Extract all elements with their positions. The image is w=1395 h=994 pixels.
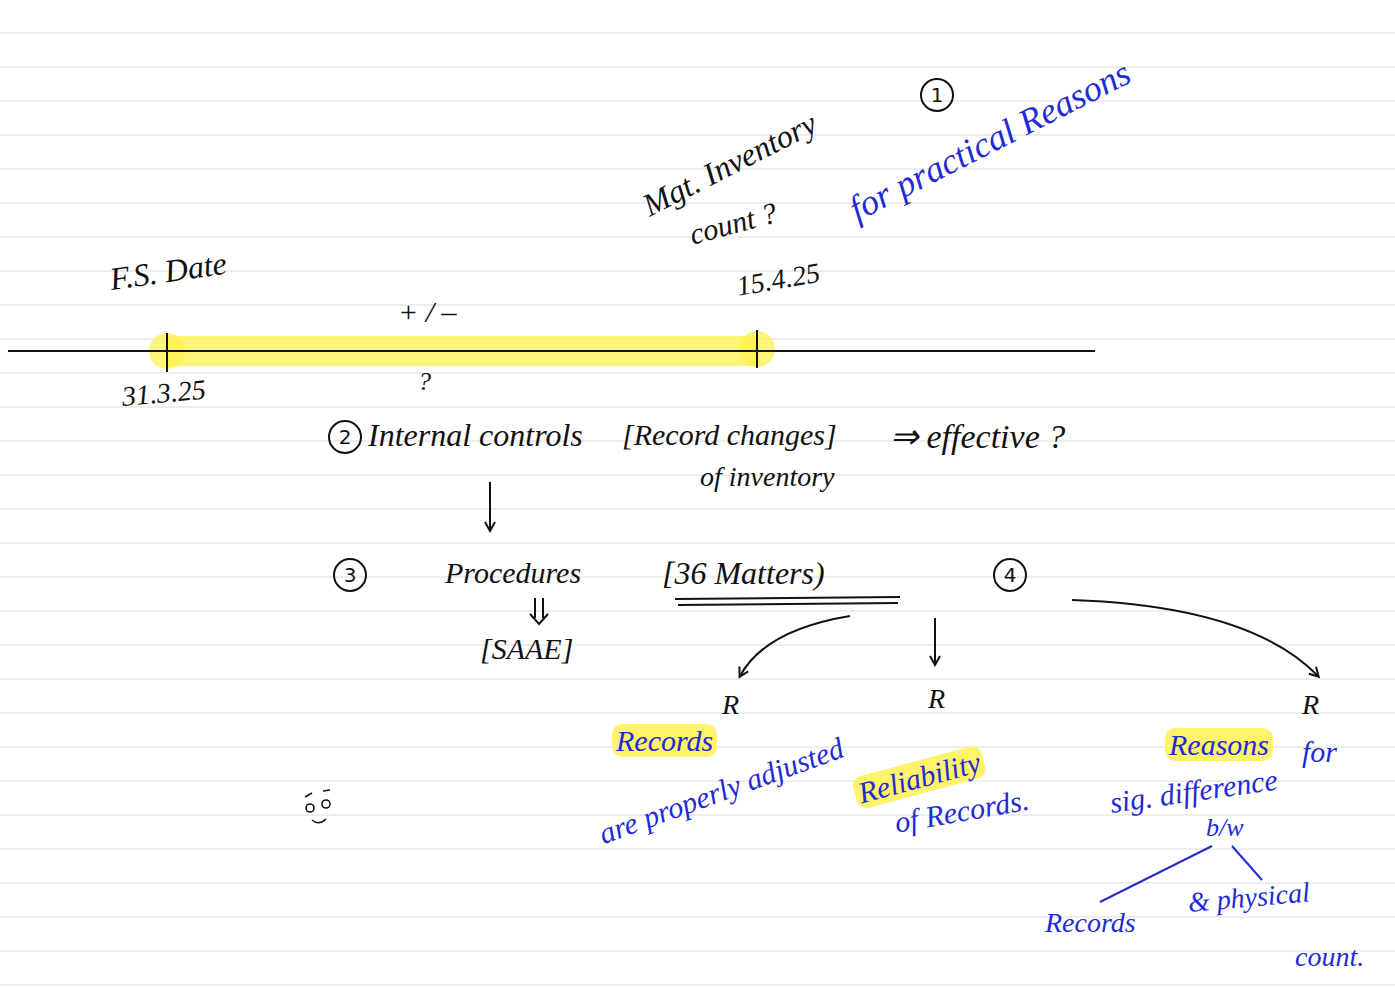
ruled-lines bbox=[0, 33, 1395, 985]
branch-letter: R bbox=[722, 690, 739, 721]
branch-letter: R bbox=[1302, 690, 1319, 721]
date-heading: F.S. Date bbox=[108, 246, 229, 297]
matter-text: Records bbox=[612, 724, 717, 757]
question-mark: ? bbox=[418, 368, 431, 397]
matter-text: Reasons bbox=[1165, 728, 1273, 761]
matter-text: b/w bbox=[1206, 814, 1244, 843]
flow-arrows bbox=[490, 482, 1318, 676]
matter-text: count. bbox=[1295, 942, 1364, 973]
step-text: Internal controls bbox=[368, 418, 583, 453]
branch-letter: R bbox=[928, 684, 945, 715]
bracket-note: [Record changes] bbox=[622, 418, 837, 451]
result-note: ⇒ effective ? bbox=[890, 418, 1065, 455]
date-value: 15.4.25 bbox=[734, 258, 822, 303]
note-text: count ? bbox=[686, 195, 781, 250]
matter-text: for bbox=[1302, 735, 1337, 768]
circled-number: 3 bbox=[333, 558, 367, 592]
callout-number: 1 bbox=[931, 85, 944, 105]
bracket-note: [36 Matters) bbox=[662, 556, 825, 591]
matter-text: & physical bbox=[1187, 877, 1311, 918]
callout-number: 2 bbox=[339, 427, 352, 447]
timeline bbox=[8, 330, 1095, 372]
callout-number: 3 bbox=[344, 565, 357, 585]
circled-number: 4 bbox=[993, 558, 1027, 592]
double-underline bbox=[675, 597, 900, 605]
callout-number: 4 bbox=[1004, 565, 1017, 585]
bracket-note: of inventory bbox=[700, 462, 835, 493]
date-value: 31.3.25 bbox=[121, 375, 207, 413]
standard-name: [SAAE] bbox=[480, 632, 573, 665]
reason-note: for practical Reasons bbox=[843, 53, 1137, 229]
matter-text: sig. difference bbox=[1108, 763, 1280, 819]
step-text: Procedures bbox=[445, 556, 581, 589]
circled-number: 1 bbox=[920, 78, 954, 112]
smiley-doodle bbox=[305, 790, 330, 823]
change-sign: + / – bbox=[398, 295, 457, 328]
circled-number: 2 bbox=[328, 420, 362, 454]
matter-text: Records bbox=[1045, 908, 1136, 939]
